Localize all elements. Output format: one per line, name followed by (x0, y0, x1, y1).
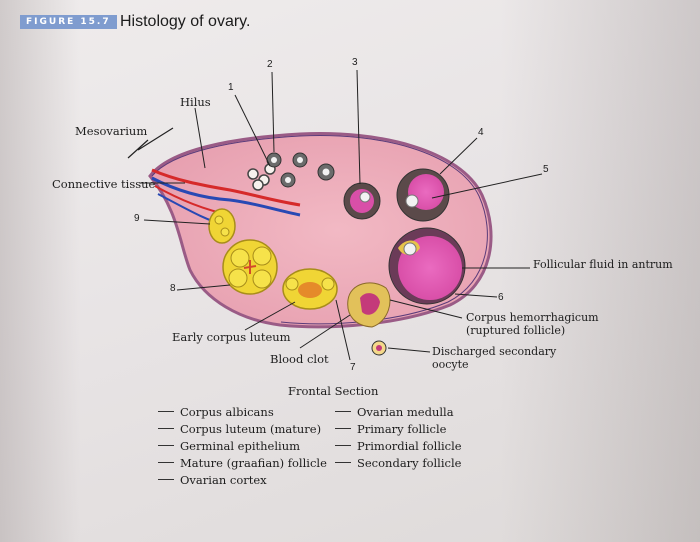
number-9: 9 (134, 213, 140, 224)
discharged-oocyte (371, 340, 387, 356)
label-blood-clot: Blood clot (270, 352, 329, 366)
mesovarium-bracket (127, 127, 174, 159)
number-2: 2 (267, 59, 273, 70)
answer-blank (158, 411, 174, 412)
key-list-right: Ovarian medulla Primary follicle Primord… (335, 404, 462, 472)
answer-blank (335, 445, 351, 446)
number-5: 5 (543, 164, 549, 175)
key-item: Secondary follicle (335, 455, 462, 472)
key-item: Corpus luteum (mature) (158, 421, 327, 438)
label-discharged-oocyte-1: Discharged secondary (432, 345, 557, 358)
label-hilus: Hilus (180, 95, 211, 109)
label-early-corpus-luteum: Early corpus luteum (172, 330, 291, 344)
corpus-albicans (208, 208, 236, 244)
answer-blank (158, 445, 174, 446)
secondary-follicle (343, 182, 381, 220)
number-7: 7 (350, 362, 356, 373)
label-corpus-hemorrhagicum-1: Corpus hemorrhagicum (466, 311, 599, 324)
label-corpus-hemorrhagicum-2: (ruptured follicle) (466, 324, 566, 337)
primary-follicles (266, 152, 335, 188)
key-item: Mature (graafian) follicle (158, 455, 327, 472)
number-6: 6 (498, 292, 504, 303)
label-frontal-section: Frontal Section (288, 384, 379, 398)
number-4: 4 (478, 127, 484, 138)
key-item: Primordial follicle (335, 438, 462, 455)
key-item: Ovarian cortex (158, 472, 327, 489)
answer-blank (158, 462, 174, 463)
graafian-follicle (388, 227, 466, 305)
key-item: Germinal epithelium (158, 438, 327, 455)
page-shadow-right (500, 0, 700, 542)
answer-blank (335, 411, 351, 412)
corpus-hemorrhagicum (347, 282, 391, 328)
answer-blank (335, 462, 351, 463)
page-shadow-left (0, 0, 80, 542)
corpus-luteum-mature (222, 239, 278, 295)
primordial-follicles (247, 163, 276, 191)
figure-title: Histology of ovary. (120, 13, 251, 30)
key-item: Primary follicle (335, 421, 462, 438)
key-list-left: Corpus albicans Corpus luteum (mature) G… (158, 404, 327, 489)
germinal-epithelium (151, 135, 488, 325)
growing-follicle (396, 168, 450, 222)
answer-blank (158, 479, 174, 480)
key-item: Ovarian medulla (335, 404, 462, 421)
label-mesovarium: Mesovarium (75, 124, 148, 138)
answer-blank (158, 428, 174, 429)
early-corpus-luteum (282, 268, 338, 310)
number-1: 1 (228, 82, 234, 93)
figure-tag: FIGURE 15.7 (20, 15, 117, 29)
answer-blank (335, 428, 351, 429)
number-8: 8 (170, 283, 176, 294)
label-discharged-oocyte-2: oocyte (432, 358, 469, 371)
key-item: Corpus albicans (158, 404, 327, 421)
number-3: 3 (352, 57, 358, 68)
label-follicular-fluid: Follicular fluid in antrum (533, 258, 673, 271)
vein-1 (151, 176, 301, 217)
label-connective-tissue: Connective tissue (52, 177, 156, 191)
artery-1 (151, 168, 301, 207)
leader-lines (140, 69, 543, 361)
